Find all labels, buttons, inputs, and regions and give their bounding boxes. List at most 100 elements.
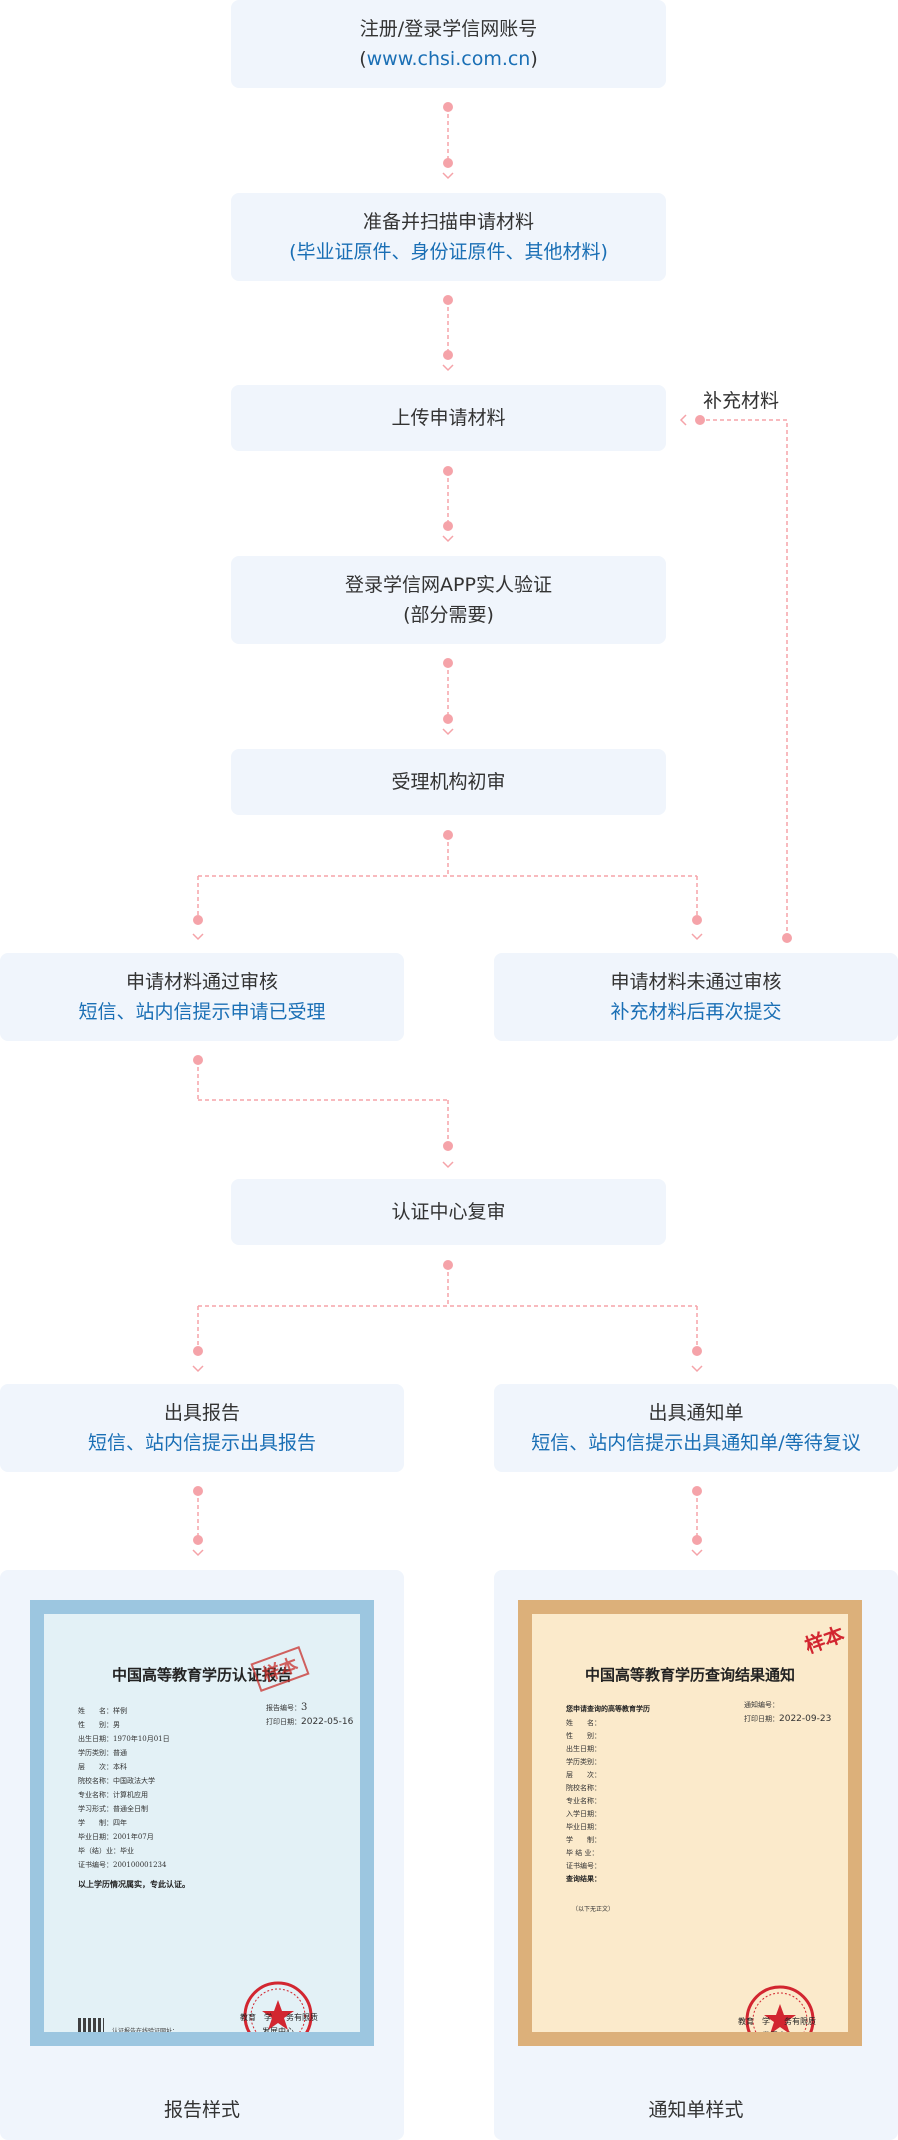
report-print-date-label: 打印日期： xyxy=(266,1718,301,1726)
step-verify-detail: (部分需要) xyxy=(403,604,494,626)
report-field: 学 制：四年 xyxy=(78,1819,127,1827)
report-issuer-line2: 发展中心 xyxy=(262,2027,294,2036)
connector-dot xyxy=(692,1535,702,1545)
report-field: 院校名称：中国政法大学 xyxy=(78,1777,155,1785)
notice-field: 毕业日期： xyxy=(566,1823,601,1831)
notice-print-date: 2022-09-23 xyxy=(779,1714,832,1724)
report-issuer-left: 教育 xyxy=(240,2013,256,2022)
connector-dot xyxy=(443,714,453,724)
notice-field: 专业名称： xyxy=(566,1797,601,1805)
notice-result-label: 查询结果： xyxy=(566,1874,601,1883)
arrow-down-icon xyxy=(442,172,454,180)
report-caption: 报告样式 xyxy=(163,2099,240,2121)
qr-note: 认证报告在线验证网址： xyxy=(112,2028,179,2035)
step-upload: 上传申请材料 xyxy=(231,385,666,451)
step-prepare: 准备并扫描申请材料 (毕业证原件、身份证原件、其他材料) xyxy=(231,193,666,281)
step-prepare-title: 准备并扫描申请材料 xyxy=(362,211,534,233)
step-passed: 申请材料通过审核 短信、站内信提示申请已受理 xyxy=(0,953,404,1041)
report-issuer-mid: 学 xyxy=(264,2013,272,2022)
notice-closing: （以下无正文） xyxy=(572,1906,615,1913)
connector-dot xyxy=(443,350,453,360)
step-failed: 申请材料未通过审核 补充材料后再次提交 xyxy=(494,953,898,1041)
report-title: 中国高等教育学历认证报告 xyxy=(111,1666,292,1684)
notice-issuer-left: 教育 xyxy=(738,2017,754,2026)
notice-field: 姓 名： xyxy=(566,1719,601,1727)
qr-code xyxy=(78,2018,104,2032)
connector-dot xyxy=(193,1535,203,1545)
notice-field: 院校名称： xyxy=(566,1784,601,1792)
notice-field: 出生日期： xyxy=(566,1745,601,1753)
report-field: 性 别：男 xyxy=(78,1721,120,1729)
notice-issuer-mid: 学 xyxy=(762,2017,770,2026)
notice-subtitle: 您申请查询的高等教育学历 xyxy=(566,1704,650,1713)
arrow-down-icon xyxy=(691,1365,703,1373)
report-field: 证书编号：200100001234 xyxy=(78,1861,167,1869)
notice-issuer-right: 务有限 xyxy=(784,2017,808,2026)
step-report: 出具报告 短信、站内信提示出具报告 xyxy=(0,1384,404,1472)
report-no-label: 报告编号： xyxy=(266,1704,301,1712)
step-re-review-title: 认证中心复审 xyxy=(391,1201,506,1223)
step-upload-title: 上传申请材料 xyxy=(391,407,506,429)
arrow-down-icon xyxy=(192,1549,204,1557)
chsi-link[interactable]: www.chsi.com.cn xyxy=(366,48,531,70)
report-field: 姓 名：样例 xyxy=(78,1707,127,1715)
qr-url: http://www.chsi.com.cn/xlrz/ xyxy=(112,2036,199,2043)
step-report-detail: 短信、站内信提示出具报告 xyxy=(87,1432,316,1454)
step-prepare-detail: (毕业证原件、身份证原件、其他材料) xyxy=(289,241,608,263)
report-field: 学习形式：普通全日制 xyxy=(78,1805,148,1813)
report-statement: 以上学历情况属实，专此认证。 xyxy=(78,1879,190,1889)
connector-dot xyxy=(443,1141,453,1151)
arrow-down-icon xyxy=(442,364,454,372)
report-sample-document: 中国高等教育学历认证报告 样本 报告编号：3 打印日期：2022-05-16 姓… xyxy=(30,1600,374,2046)
notice-field: 学历类别： xyxy=(566,1758,601,1766)
arrow-down-icon xyxy=(691,933,703,941)
connector-dot xyxy=(443,521,453,531)
report-print-date: 2022-05-16 xyxy=(301,1717,354,1727)
notice-field: 性 别： xyxy=(566,1732,601,1740)
arrow-down-icon xyxy=(442,535,454,543)
step-re-review: 认证中心复审 xyxy=(231,1179,666,1245)
report-field: 学历类别：普通 xyxy=(78,1749,127,1757)
report-issuer-tail: 质 xyxy=(310,2013,318,2022)
step-register-title: 注册/登录学信网账号 xyxy=(359,18,538,40)
notice-sample-mark: 样本 xyxy=(801,1621,848,1659)
connector-dot xyxy=(193,915,203,925)
notice-field: 毕 结 业： xyxy=(566,1849,599,1857)
connector-dot xyxy=(443,158,453,168)
notice-print-date-label: 打印日期： xyxy=(744,1715,779,1723)
notice-no-label: 通知编号： xyxy=(744,1701,779,1709)
notice-sample-panel: 样本 中国高等教育学历查询结果通知 通知编号： 打印日期：2022-09-23 … xyxy=(494,1570,898,2140)
notice-field: 入学日期： xyxy=(566,1810,601,1818)
step-passed-title: 申请材料通过审核 xyxy=(125,971,278,993)
connector-dot xyxy=(692,1346,702,1356)
step-failed-title: 申请材料未通过审核 xyxy=(610,971,782,993)
step-verify-title: 登录学信网APP实人验证 xyxy=(345,574,552,596)
step-passed-detail: 短信、站内信提示申请已受理 xyxy=(78,1001,326,1023)
notice-title: 中国高等教育学历查询结果通知 xyxy=(584,1666,795,1684)
paren-close: ) xyxy=(530,48,538,70)
step-notice: 出具通知单 短信、站内信提示出具通知单/等待复议 xyxy=(494,1384,898,1472)
step-verify: 登录学信网APP实人验证 (部分需要) xyxy=(231,556,666,644)
step-register: 注册/登录学信网账号 (www.chsi.com.cn) xyxy=(231,0,666,88)
report-field: 出生日期：1970年10月01日 xyxy=(78,1735,170,1743)
report-seal xyxy=(243,1981,313,2032)
arrow-down-icon xyxy=(442,728,454,736)
notice-sample-document: 样本 中国高等教育学历查询结果通知 通知编号： 打印日期：2022-09-23 … xyxy=(518,1600,862,2046)
step-notice-detail: 短信、站内信提示出具通知单/等待复议 xyxy=(531,1432,861,1454)
arrow-down-icon xyxy=(192,1365,204,1373)
step-notice-title: 出具通知单 xyxy=(648,1402,744,1424)
report-field: 毕业日期：2001年07月 xyxy=(78,1833,154,1841)
arrow-down-icon xyxy=(442,1161,454,1169)
notice-field: 证书编号： xyxy=(566,1862,601,1870)
report-field: 毕（结）业：毕业 xyxy=(78,1847,134,1855)
step-initial-review-title: 受理机构初审 xyxy=(391,771,506,793)
notice-field: 层 次： xyxy=(566,1771,601,1779)
report-field: 层 次：本科 xyxy=(78,1763,127,1771)
notice-issuer-tail: 质 xyxy=(808,2017,816,2026)
loop-label: 补充材料 xyxy=(703,390,780,412)
paren-open: ( xyxy=(359,48,367,70)
arrow-down-icon xyxy=(192,933,204,941)
report-issuer-right: 务有限 xyxy=(286,2013,310,2022)
report-no: 3 xyxy=(301,1702,308,1713)
